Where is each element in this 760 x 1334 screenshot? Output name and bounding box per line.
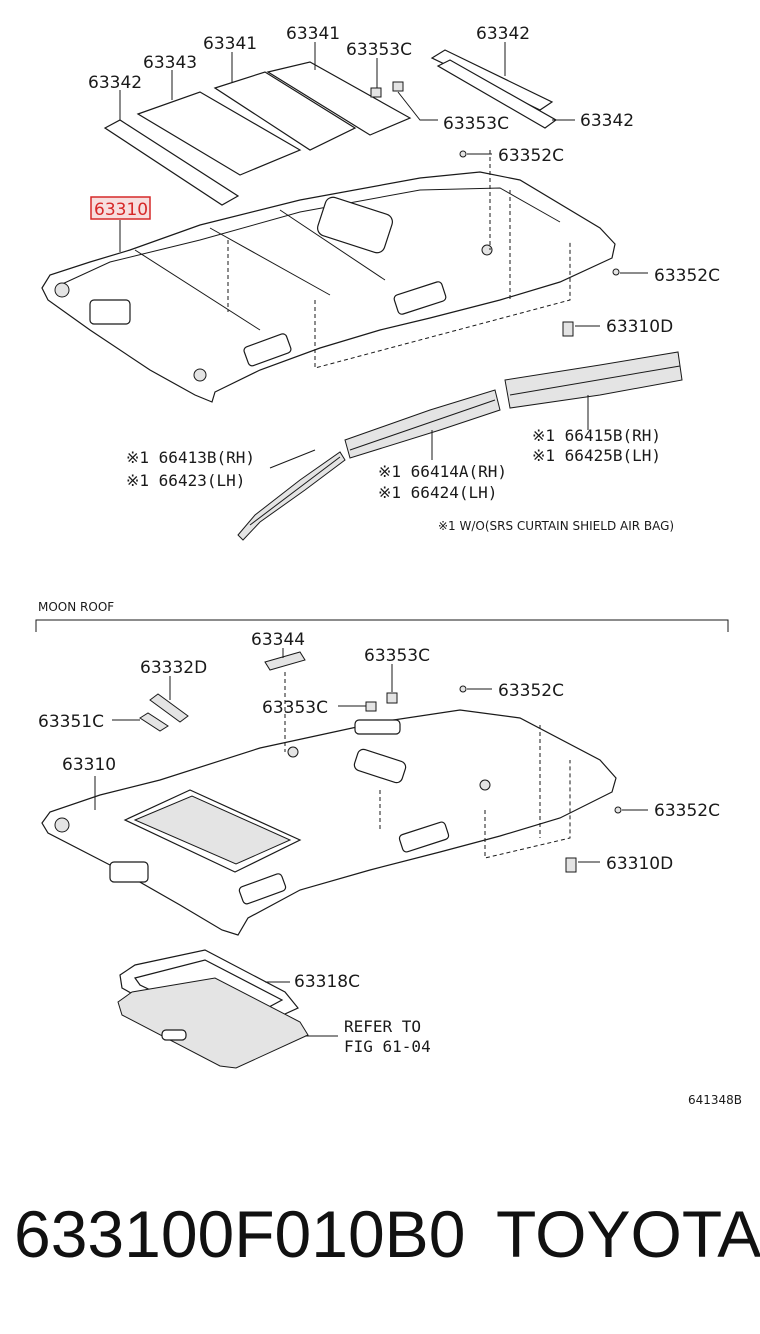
label-63342-topright: 63342 xyxy=(476,24,530,44)
section-bracket xyxy=(35,619,729,632)
label-63353c-top: 63353C xyxy=(346,40,412,60)
label-63310d: 63310D xyxy=(606,317,673,337)
sunroof-opening-inner xyxy=(133,795,292,865)
label-66423: ※1 66423(LH) xyxy=(126,471,245,490)
footer-part-number: 633100F010B0 xyxy=(14,1197,465,1271)
clip-63352c-top xyxy=(459,150,467,158)
part-63332d xyxy=(149,693,189,723)
headliner-mr-lamp xyxy=(354,719,401,735)
moonroof-dashed-lines xyxy=(284,672,571,859)
clip-63352c-right xyxy=(612,268,620,276)
label-refer-line2: FIG 61-04 xyxy=(344,1037,431,1056)
headliner-upper-light xyxy=(54,282,70,298)
sunshade-handle xyxy=(161,1029,187,1041)
label-66413b: ※1 66413B(RH) xyxy=(126,448,255,467)
label-63344: 63344 xyxy=(251,630,305,650)
headliner-moonroof xyxy=(41,709,617,936)
clip-63353c-mr-a xyxy=(386,692,398,704)
label-63318c: 63318C xyxy=(294,972,360,992)
label-refer-line1: REFER TO xyxy=(344,1017,421,1036)
headliner-upper-grip-right xyxy=(393,281,447,315)
headliner-mr-grip-left xyxy=(238,873,287,905)
headliner-upper-hole-b xyxy=(481,244,493,256)
sunshade-group xyxy=(117,949,309,1069)
headliner-upper-edge xyxy=(59,187,561,286)
label-63341-b: 63341 xyxy=(286,24,340,44)
headliner-upper-outline xyxy=(41,171,616,403)
headliner-upper xyxy=(41,171,616,403)
label-63353c-mr-b: 63353C xyxy=(262,698,328,718)
headliner-mr-light xyxy=(54,817,70,833)
pad-63342-top xyxy=(430,49,554,111)
pad-63343 xyxy=(136,91,302,176)
label-63310-highlighted: 63310 xyxy=(94,200,148,220)
figure-code: 641348B xyxy=(688,1093,742,1107)
label-63310-mr: 63310 xyxy=(62,755,116,775)
garnish-66414a xyxy=(344,389,501,459)
clip-63353c-mr-b xyxy=(365,701,377,712)
highlight-box-63310 xyxy=(90,196,151,220)
section-title-moonroof: MOON ROOF xyxy=(38,600,114,614)
clip-63310d xyxy=(562,321,574,337)
footer-brand: TOYOTA xyxy=(496,1197,760,1271)
pad-63342-left xyxy=(103,119,240,206)
label-66425b: ※1 66425B(LH) xyxy=(532,446,661,465)
upper-dashed-lines xyxy=(227,150,571,369)
sunshade-panel xyxy=(117,977,309,1069)
label-63351c: 63351C xyxy=(38,712,104,732)
garnish-strips xyxy=(237,351,683,541)
headliner-upper-visor-left xyxy=(89,299,131,325)
label-66414a: ※1 66414A(RH) xyxy=(378,462,507,481)
clip-63310d-mr xyxy=(565,857,577,873)
moonroof-leader-lines xyxy=(94,648,648,1037)
clip-63353c-b xyxy=(392,81,404,92)
label-63332d: 63332D xyxy=(140,658,207,678)
clip-63353c-a xyxy=(370,87,382,98)
part-63351c xyxy=(139,712,169,732)
headliner-mr-hole-b xyxy=(287,746,299,758)
headliner-mr-hole xyxy=(479,779,491,791)
headliner-upper-hole xyxy=(193,368,207,382)
roof-pads-group xyxy=(103,49,558,206)
label-63310d-mr: 63310D xyxy=(606,854,673,874)
headliner-upper-ribs xyxy=(134,209,386,331)
label-63352c-mr-b: 63352C xyxy=(654,801,720,821)
garnish-66415b xyxy=(504,351,683,409)
upper-leader-lines xyxy=(119,42,648,469)
label-63352c-top: 63352C xyxy=(498,146,564,166)
label-63342-right: 63342 xyxy=(580,111,634,131)
label-63352c-mr-a: 63352C xyxy=(498,681,564,701)
label-63353c-mr-a: 63353C xyxy=(364,646,430,666)
label-63341-a: 63341 xyxy=(203,34,257,54)
label-66415b: ※1 66415B(RH) xyxy=(532,426,661,445)
label-63343: 63343 xyxy=(143,53,197,73)
label-63342-left: 63342 xyxy=(88,73,142,93)
part-63344 xyxy=(264,651,306,671)
headliner-upper-grip-left xyxy=(243,333,292,367)
headliner-mr-visor xyxy=(109,861,149,883)
label-66424: ※1 66424(LH) xyxy=(378,483,497,502)
clip-63352c-mr-b xyxy=(614,806,622,814)
label-63352c-right: 63352C xyxy=(654,266,720,286)
clip-63352c-mr-a xyxy=(459,685,467,693)
pad-63341-a xyxy=(213,71,357,151)
footnote-text: ※1 W/O(SRS CURTAIN SHIELD AIR BAG) xyxy=(438,519,674,533)
pad-63341-b xyxy=(266,61,412,136)
headliner-mr-grip-right xyxy=(398,821,450,853)
headliner-moonroof-outline xyxy=(41,709,617,936)
headliner-mr-console xyxy=(353,748,407,784)
label-63353c-mid: 63353C xyxy=(443,114,509,134)
headliner-upper-console xyxy=(317,196,393,254)
